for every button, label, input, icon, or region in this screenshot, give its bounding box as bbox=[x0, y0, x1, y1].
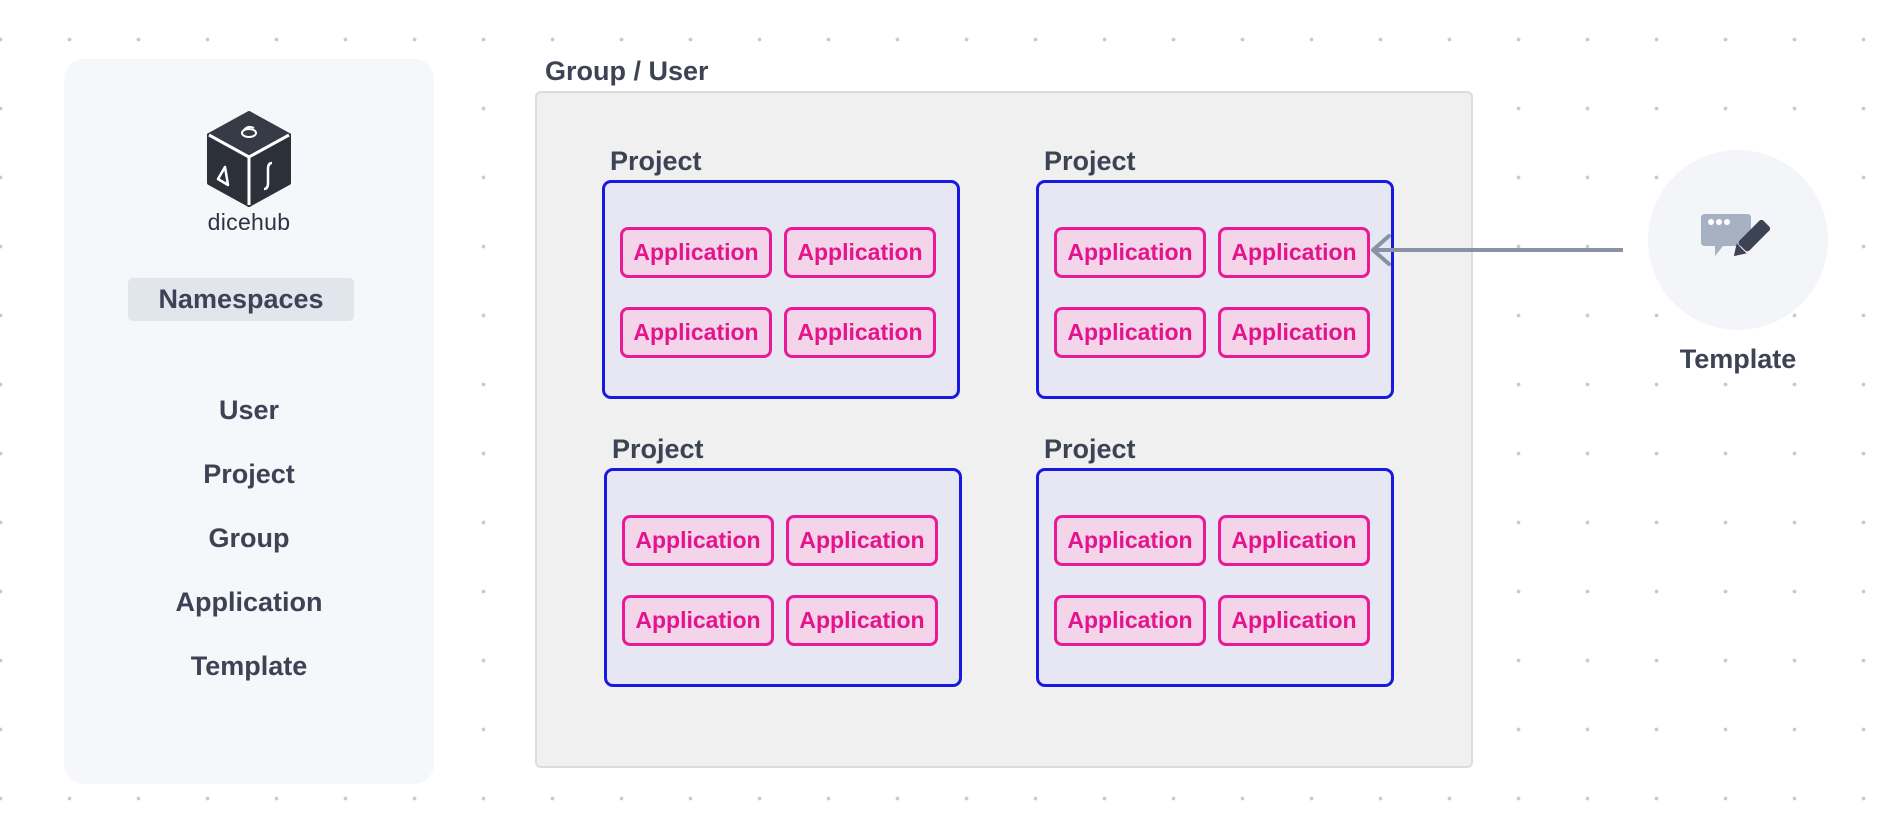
namespace-item-template: Template bbox=[190, 651, 308, 681]
application-box: Application bbox=[622, 515, 774, 566]
namespace-item-group: Group bbox=[208, 523, 290, 553]
application-box: Application bbox=[786, 515, 938, 566]
project-box: Application Application Application Appl… bbox=[1036, 468, 1394, 687]
project-box: Application Application Application Appl… bbox=[604, 468, 962, 687]
template-node bbox=[1648, 150, 1828, 330]
group-user-title: Group / User bbox=[545, 56, 709, 86]
brand-name: dicehub bbox=[207, 209, 291, 235]
project-box: Application Application Application Appl… bbox=[602, 180, 960, 399]
application-box: Application bbox=[622, 595, 774, 646]
application-box: Application bbox=[1218, 515, 1370, 566]
application-box: Application bbox=[1054, 595, 1206, 646]
application-box: Application bbox=[1218, 595, 1370, 646]
application-box: Application bbox=[786, 595, 938, 646]
application-box: Application bbox=[620, 227, 772, 278]
dicehub-logo: dicehub bbox=[64, 111, 434, 239]
dice-icon bbox=[207, 111, 291, 207]
application-box: Application bbox=[620, 307, 772, 358]
namespace-item-user: User bbox=[218, 395, 280, 425]
application-box: Application bbox=[1054, 227, 1206, 278]
namespaces-heading: Namespaces bbox=[128, 278, 354, 321]
application-box: Application bbox=[784, 307, 936, 358]
namespace-item-application: Application bbox=[175, 587, 323, 617]
template-edit-icon bbox=[1701, 214, 1771, 257]
application-box: Application bbox=[784, 227, 936, 278]
namespace-item-project: Project bbox=[203, 459, 295, 489]
project-title: Project bbox=[1044, 146, 1136, 176]
project-box: Application Application Application Appl… bbox=[1036, 180, 1394, 399]
template-label: Template bbox=[1679, 344, 1797, 374]
application-box: Application bbox=[1054, 307, 1206, 358]
namespaces-sidebar: dicehub Namespaces User Project Group Ap… bbox=[64, 59, 434, 784]
application-box: Application bbox=[1054, 515, 1206, 566]
project-title: Project bbox=[1044, 434, 1136, 464]
application-box: Application bbox=[1218, 227, 1370, 278]
project-title: Project bbox=[612, 434, 704, 464]
project-title: Project bbox=[610, 146, 702, 176]
application-box: Application bbox=[1218, 307, 1370, 358]
